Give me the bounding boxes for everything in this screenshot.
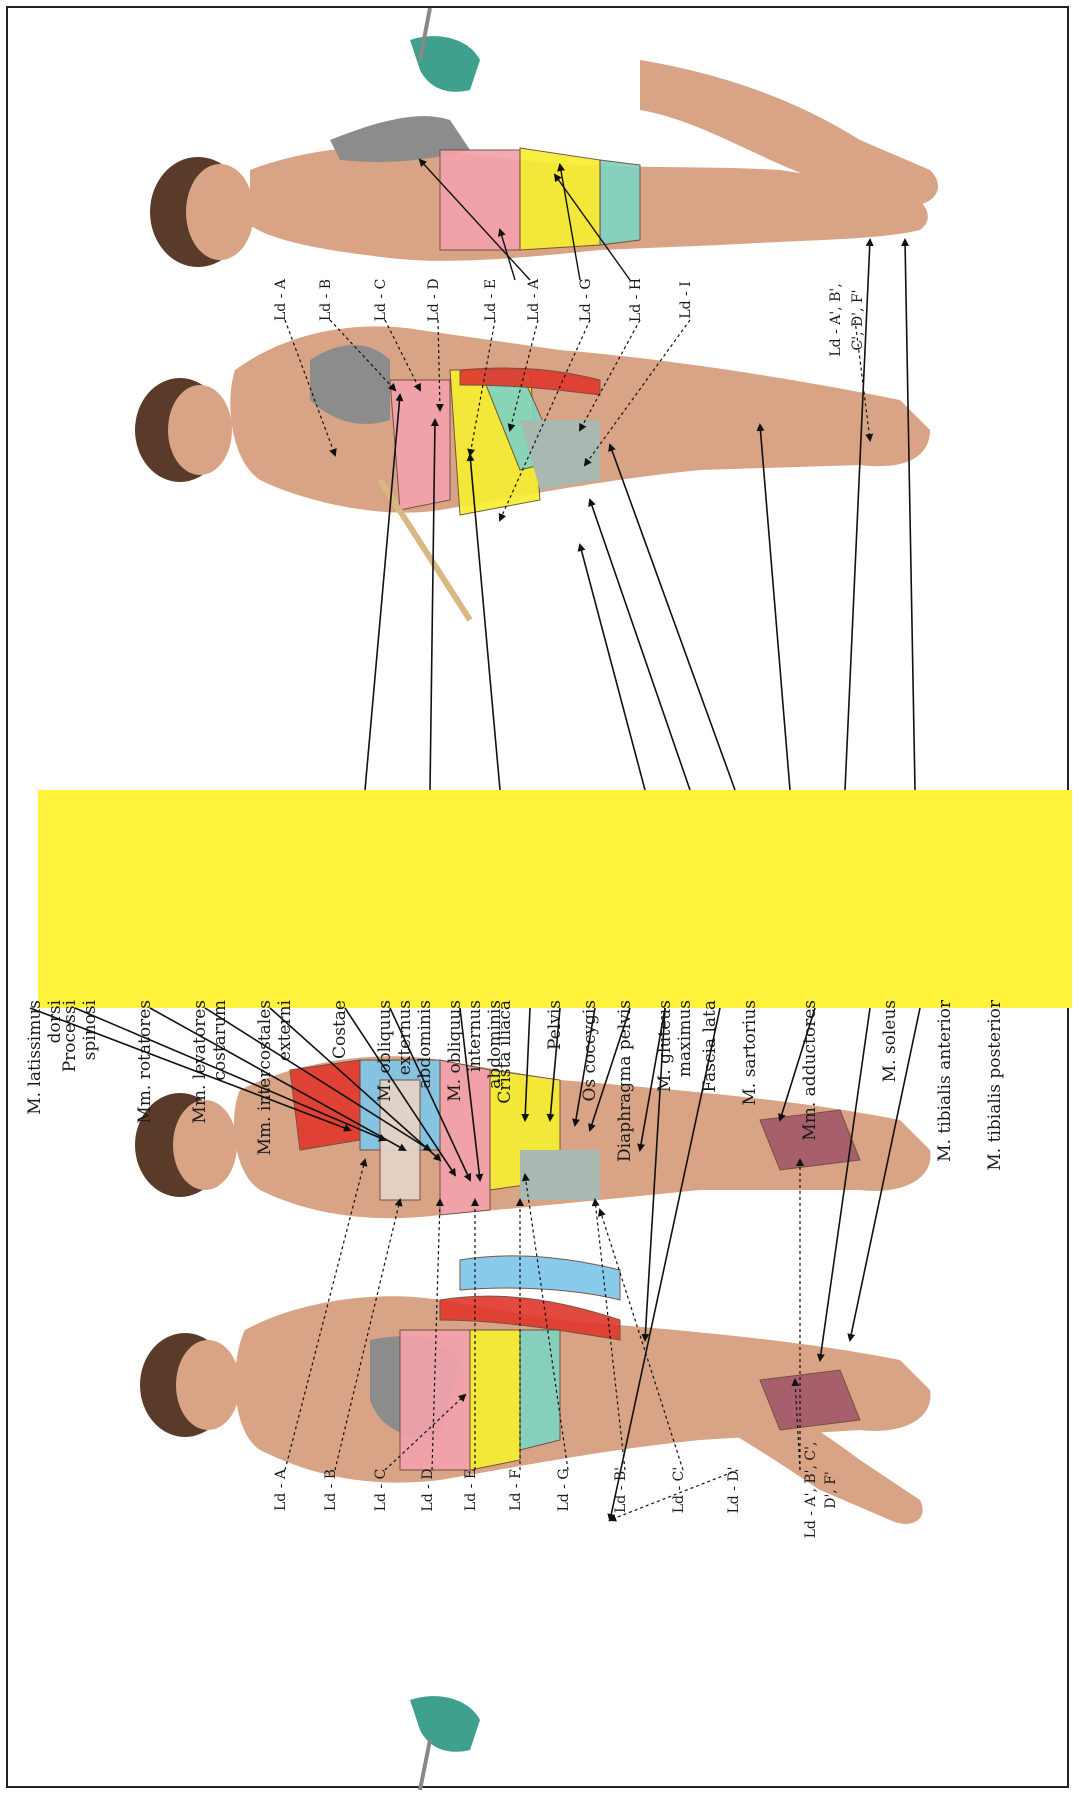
muscle-label: M. tibialis posterior [985, 999, 1005, 1170]
ld-label: Ld - B' [613, 1467, 629, 1513]
muscle-label: M. latissimus [25, 1000, 45, 1115]
muscle-label: M. obliquus [375, 1000, 395, 1102]
muscle-label: Processi [60, 999, 80, 1072]
muscle-label: Os coccygis [580, 1000, 600, 1102]
muscle-label: Mm. adductores [800, 1000, 820, 1141]
ld-label: Ld - E [463, 1469, 479, 1511]
muscle-label: spinosi [80, 999, 100, 1060]
leader-line [905, 240, 915, 790]
muscle-label: M. tibialis anterior [935, 999, 955, 1162]
muscle-label: M. sartorius [740, 1000, 760, 1106]
ld-label-foot: D', F' [823, 1471, 839, 1509]
ld-label: Ld - C' [671, 1467, 687, 1513]
ld-label: Ld - A [526, 278, 542, 321]
muscle-label: Crista iliaca [495, 1000, 515, 1104]
muscle-label: externus [395, 1000, 415, 1075]
ld-label: Ld - H [628, 278, 644, 322]
muscle-label: externi [275, 999, 295, 1061]
leader-line [760, 425, 790, 790]
ld-label: Ld - I [678, 281, 694, 318]
ld-label: Ld - E [483, 279, 499, 321]
muscle-label: abdominis [415, 1000, 435, 1089]
ld-label: Ld - A [273, 1468, 289, 1511]
muscle-label: M. soleus [880, 1000, 900, 1082]
ld-label: Ld - B [318, 279, 334, 321]
muscle-label: maximus [675, 1000, 695, 1077]
figure-top-frontal [135, 326, 930, 620]
muscle-label: Costae [330, 1000, 350, 1059]
ld-label-foot: C', D', F' [850, 290, 866, 351]
figures-bottom [135, 1056, 930, 1790]
ld-label: Ld - F [508, 1469, 524, 1511]
muscle-label: Pelvis [545, 1000, 565, 1050]
ld-label: Ld - B [323, 1469, 339, 1511]
muscle-label: costarum [210, 1000, 230, 1081]
muscle-label: Fascia lata [700, 1000, 720, 1093]
ld-label: Ld - D [426, 278, 442, 321]
ld-label: Ld - G [556, 1468, 572, 1511]
leader-line [580, 545, 645, 790]
ld-label: Ld - A [273, 278, 289, 321]
muscle-label: M. obliquus [445, 1000, 465, 1102]
ld-label: Ld - D' [726, 1467, 742, 1514]
muscle-label: internus [465, 1000, 485, 1072]
ld-label-foot: Ld - A', B', C', [803, 1442, 819, 1539]
ld-label: Ld - G [578, 278, 594, 321]
muscle-label: Mm. rotatores [135, 1000, 155, 1124]
ld-label: Ld - C [373, 279, 389, 322]
ld-label: Ld - C [373, 1469, 389, 1512]
muscle-label: Mm. intercostales [255, 1000, 275, 1155]
ld-label-foot: Ld - A', B', [828, 283, 844, 356]
ld-label: Ld - D [420, 1468, 436, 1511]
figure-top-lateral [150, 8, 938, 267]
leader-line [590, 500, 690, 790]
label-band [38, 790, 1072, 1008]
